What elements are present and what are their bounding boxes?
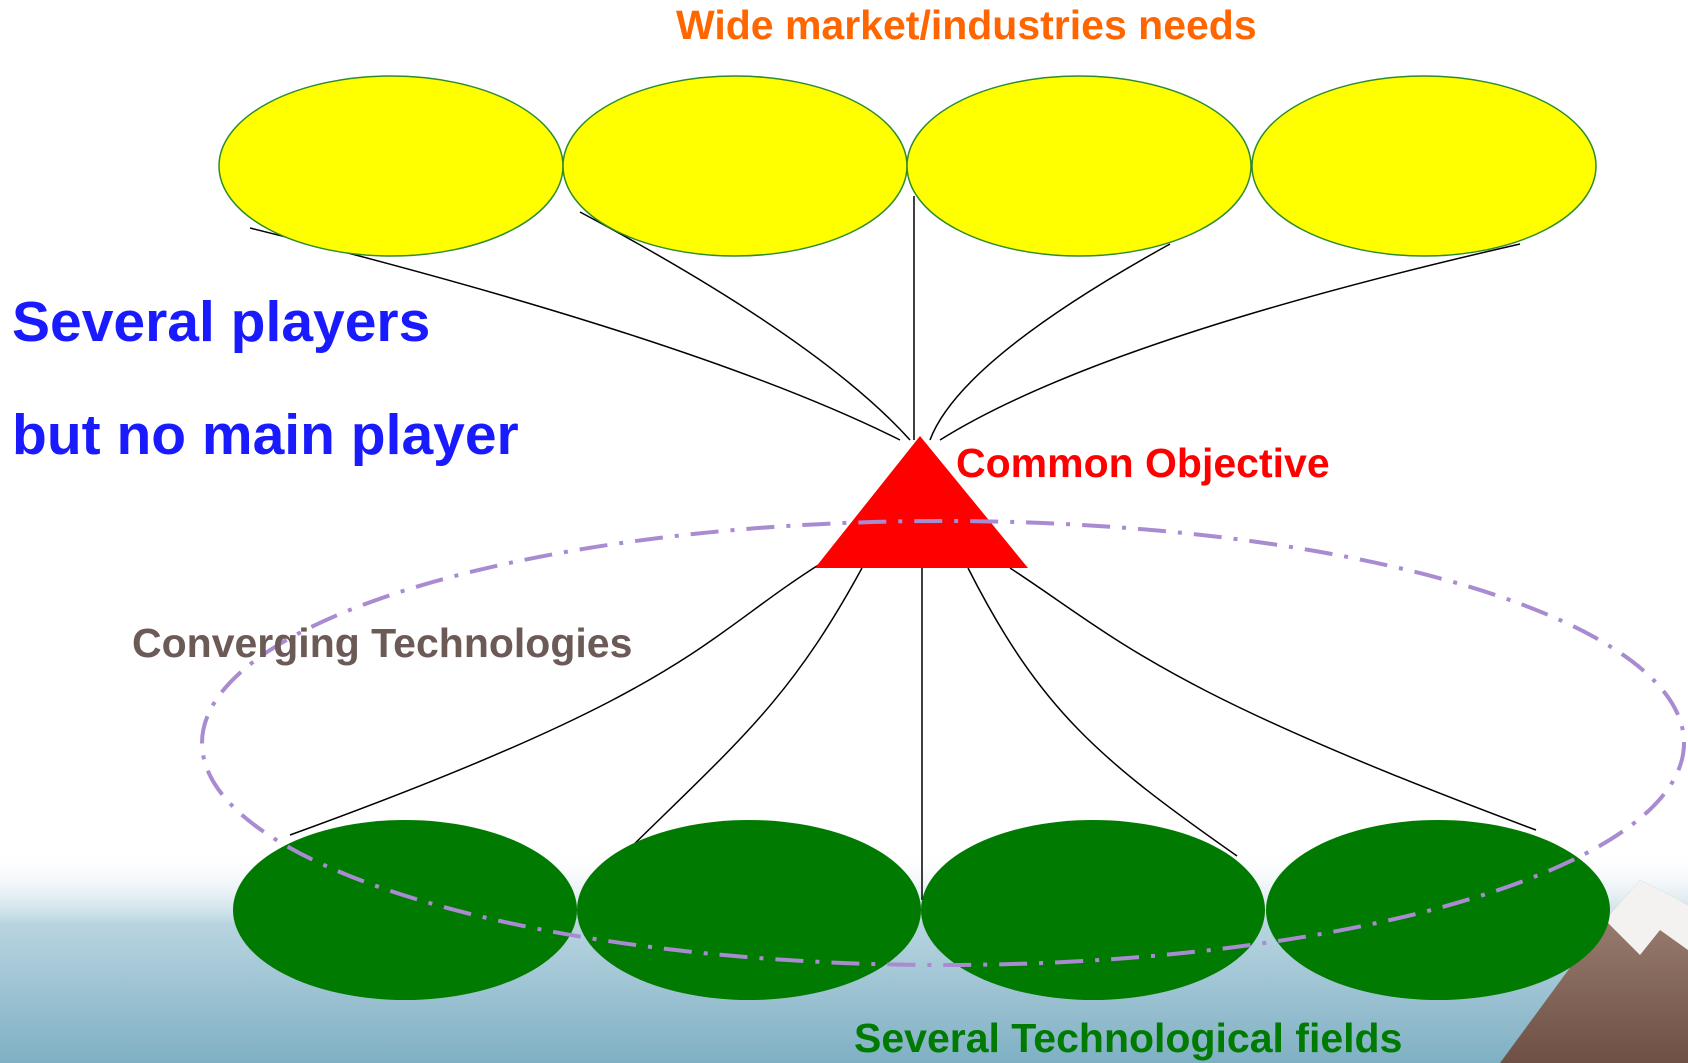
mountain-snow-cap (1605, 880, 1688, 955)
tech-field-ellipse-1 (233, 820, 577, 1000)
tech-field-ellipse-3 (921, 820, 1265, 1000)
connector-tech-5 (1009, 567, 1537, 831)
connector-tech-1 (289, 563, 821, 836)
market-need-ellipse-2 (562, 75, 908, 257)
technological-fields-title: Several Technological fields (854, 1015, 1403, 1061)
common-objective-label: Common Objective (956, 440, 1330, 486)
connector-market-4 (929, 243, 1171, 441)
market-connectors (249, 196, 1521, 441)
tech-field-ellipse-4 (1266, 820, 1610, 1000)
market-need-ellipse-1 (218, 75, 564, 257)
players-heading-line-2: but no main player (12, 403, 519, 467)
connector-market-1 (249, 227, 901, 441)
connector-tech-4 (967, 567, 1238, 857)
connector-tech-2 (621, 567, 863, 857)
market-need-ellipse-4 (1251, 75, 1597, 257)
tech-field-ellipse-2 (577, 820, 921, 1000)
common-objective-triangle (815, 436, 1028, 568)
convergence-ring (200, 519, 1686, 967)
tech-connectors (289, 563, 1537, 900)
connector-market-5 (939, 243, 1521, 441)
market-needs-group (218, 75, 1597, 257)
converging-technologies-label: Converging Technologies (132, 620, 633, 666)
players-heading-line-1: Several players (12, 290, 431, 354)
market-need-ellipse-3 (906, 75, 1252, 257)
market-needs-title: Wide market/industries needs (676, 2, 1257, 48)
connector-market-2 (579, 211, 911, 441)
